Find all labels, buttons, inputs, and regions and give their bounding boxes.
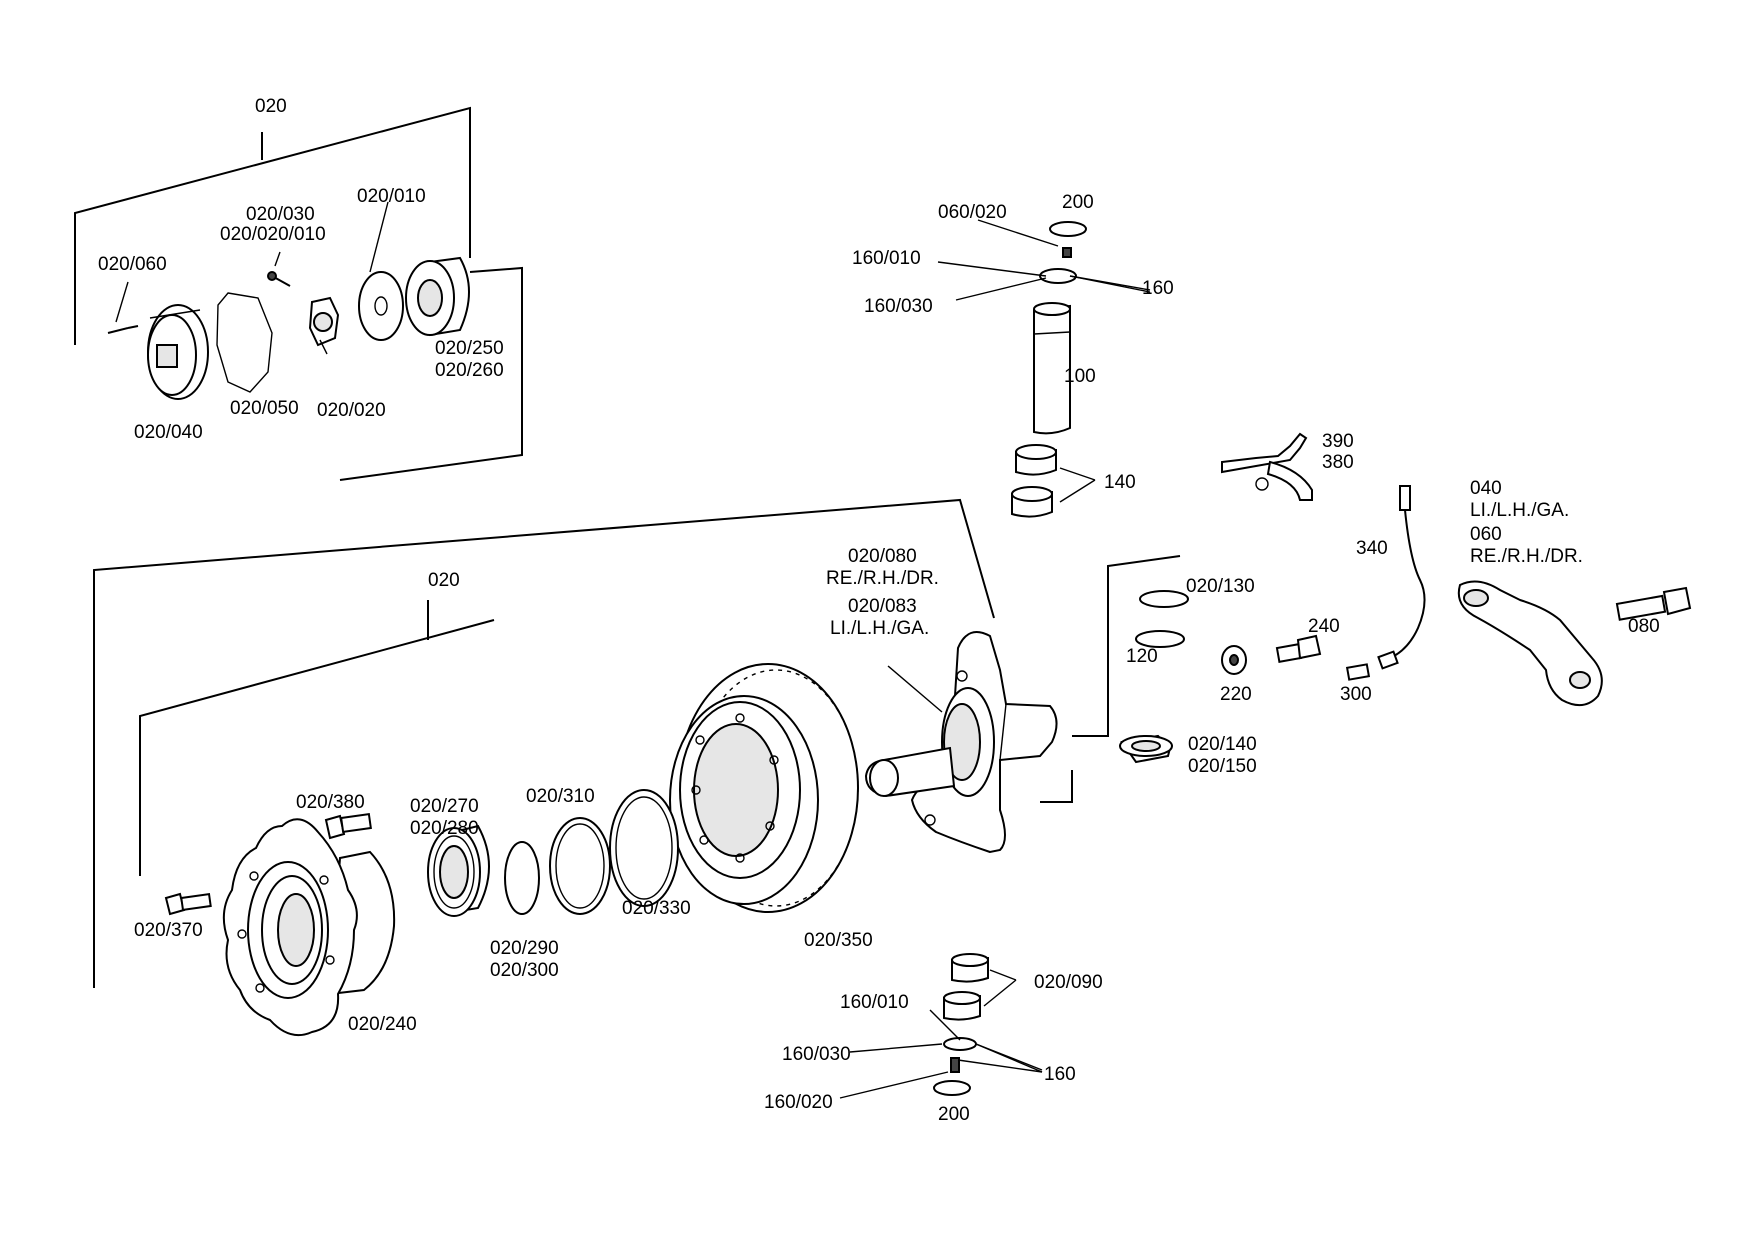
seal-ring-020-310 — [549, 817, 611, 915]
washer-220 — [1221, 645, 1247, 675]
label-re-rh-dr-knuckle: RE./R.H./DR. — [826, 568, 939, 589]
label-140: 140 — [1104, 472, 1136, 493]
label-160-top: 160 — [1142, 278, 1174, 299]
label-020-030: 020/030 — [246, 204, 315, 225]
label-080: 080 — [1628, 616, 1660, 637]
top-group-leaders — [115, 201, 389, 355]
label-top-group: 020 — [255, 96, 287, 117]
label-060: 060 — [1470, 524, 1502, 545]
label-020-240: 020/240 — [348, 1014, 417, 1035]
label-020-150: 020/150 — [1188, 756, 1257, 777]
wheel-hub-020-240 — [222, 818, 396, 1036]
bracket-390-380 — [1221, 432, 1313, 501]
label-020-090: 020/090 — [1034, 972, 1103, 993]
label-020-140: 020/140 — [1188, 734, 1257, 755]
label-020-040: 020/040 — [134, 422, 203, 443]
label-160-bottom: 160 — [1044, 1064, 1076, 1085]
label-020-260: 020/260 — [435, 360, 504, 381]
nut-020-020 — [308, 296, 340, 347]
label-020-310: 020/310 — [526, 786, 595, 807]
o-rings-020-130-120 — [1135, 590, 1189, 648]
label-020-080: 020/080 — [848, 546, 917, 567]
label-020-060: 020/060 — [98, 254, 167, 275]
label-220: 220 — [1220, 684, 1252, 705]
label-re-rh-dr-arm: RE./R.H./DR. — [1470, 546, 1583, 567]
label-020-130: 020/130 — [1186, 576, 1255, 597]
steering-knuckle-020-080 — [864, 631, 1058, 854]
screw-300 — [1345, 663, 1371, 681]
seal-020-140 — [1119, 734, 1173, 764]
label-020-270: 020/270 — [410, 796, 479, 817]
label-020-020: 020/020 — [317, 400, 386, 421]
bolt-080 — [1615, 586, 1692, 621]
label-020-370: 020/370 — [134, 920, 203, 941]
kingpin-bottom-leaders — [839, 969, 1043, 1099]
kingpin-top-leaders — [937, 219, 1151, 503]
label-020-380: 020/380 — [296, 792, 365, 813]
label-240: 240 — [1308, 616, 1340, 637]
label-020-330: 020/330 — [622, 898, 691, 919]
label-li-lh-ga-arm: LI./L.H./GA. — [1470, 500, 1569, 521]
kingpin-stack-bottom — [933, 953, 989, 1096]
label-020-083: 020/083 — [848, 596, 917, 617]
main-group-bracket — [93, 498, 1181, 988]
bearing-020-270 — [427, 824, 490, 917]
label-040: 040 — [1470, 478, 1502, 499]
sensor-cable-340 — [1377, 485, 1426, 670]
label-li-lh-ga-knuckle: LI./L.H./GA. — [830, 618, 929, 639]
label-100: 100 — [1064, 366, 1096, 387]
label-160-020-bottom: 160/020 — [764, 1092, 833, 1113]
label-020-300: 020/300 — [490, 960, 559, 981]
hub-cap-020-040 — [147, 304, 209, 400]
label-060-020-top: 060/020 — [938, 202, 1007, 223]
label-200-top: 200 — [1062, 192, 1094, 213]
bearing-020-250 — [405, 256, 470, 337]
screw-020-030 — [267, 271, 291, 287]
label-020-050: 020/050 — [230, 398, 299, 419]
steering-arm-040-060 — [1457, 580, 1603, 707]
seal-ring-020-330 — [609, 789, 679, 907]
label-300: 300 — [1340, 684, 1372, 705]
bolt-020-380 — [324, 812, 372, 840]
label-160-010-top: 160/010 — [852, 248, 921, 269]
bolt-240 — [1275, 634, 1322, 663]
brake-disc-020-350 — [669, 663, 859, 913]
label-120: 120 — [1126, 646, 1158, 667]
label-200-bottom: 200 — [938, 1104, 970, 1125]
label-160-030-top: 160/030 — [864, 296, 933, 317]
gasket-020-050 — [216, 292, 273, 393]
snap-ring-020-290 — [504, 841, 540, 915]
knuckle-leader — [887, 665, 943, 713]
label-020-010: 020/010 — [357, 186, 426, 207]
label-020-250: 020/250 — [435, 338, 504, 359]
label-020-020-010: 020/020/010 — [220, 224, 326, 245]
label-380: 380 — [1322, 452, 1354, 473]
label-160-030-bottom: 160/030 — [782, 1044, 851, 1065]
label-020-290: 020/290 — [490, 938, 559, 959]
bolt-020-370 — [164, 892, 212, 916]
label-020-280: 020/280 — [410, 818, 479, 839]
label-020-350: 020/350 — [804, 930, 873, 951]
kingpin-stack-top — [1011, 221, 1087, 518]
washer-020-010 — [358, 271, 404, 341]
label-160-010-bottom: 160/010 — [840, 992, 909, 1013]
label-main-group: 020 — [428, 570, 460, 591]
bolt-020-060 — [107, 325, 139, 334]
top-group-bracket — [74, 106, 523, 481]
label-340: 340 — [1356, 538, 1388, 559]
label-390: 390 — [1322, 431, 1354, 452]
